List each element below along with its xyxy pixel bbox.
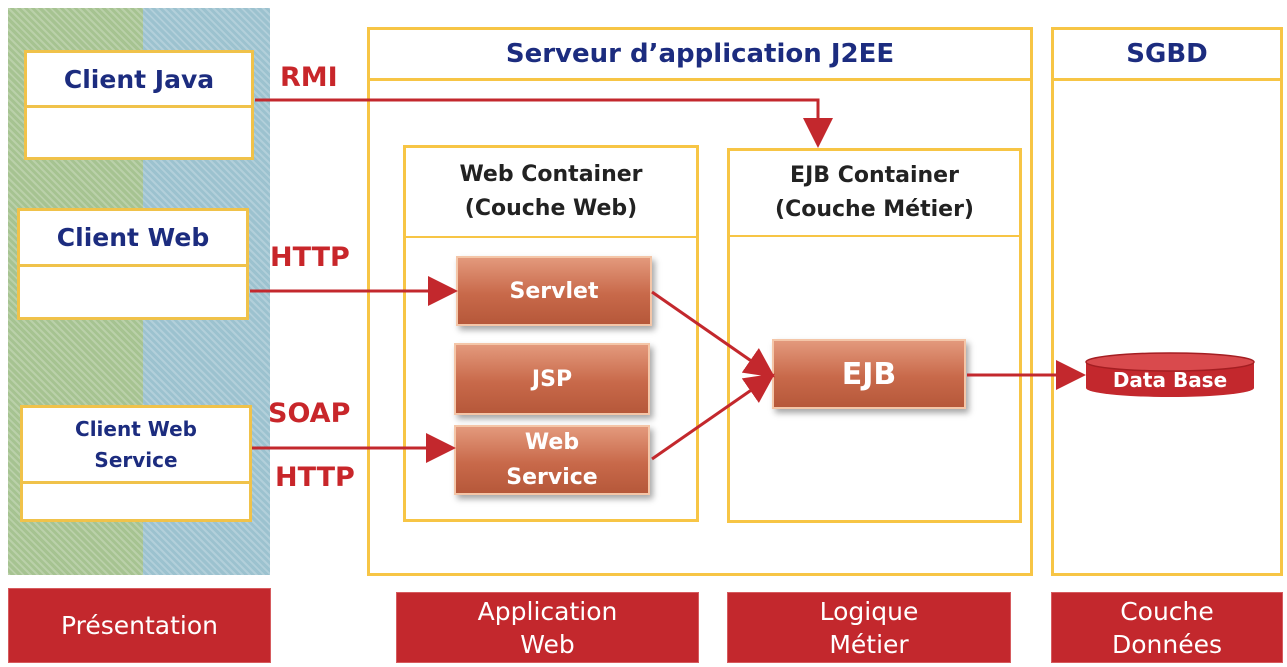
layer-app-web-line1: Application: [477, 596, 618, 626]
client-java-box: Client Java: [24, 50, 254, 160]
web-container-title-line1: Web Container: [459, 162, 643, 187]
layer-logique-line2: Métier: [829, 629, 909, 659]
web-service-component: Web Service: [454, 425, 650, 495]
layer-logique-metier: Logique Métier: [727, 592, 1011, 663]
ejb-container: EJB Container (Couche Métier): [727, 148, 1022, 523]
j2ee-server-container: Serveur d’application J2EE: [367, 27, 1033, 576]
client-java-label: Client Java: [27, 53, 251, 108]
protocol-soap: SOAP: [268, 398, 351, 429]
protocol-http-soap: HTTP: [275, 462, 355, 493]
web-container-title-line2: (Couche Web): [464, 196, 638, 221]
client-web-service-box: Client Web Service: [20, 405, 252, 522]
database-icon: [1085, 352, 1255, 397]
web-service-line2: Service: [506, 465, 598, 490]
layer-donnees-line2: Données: [1111, 629, 1223, 659]
protocol-rmi: RMI: [280, 62, 338, 93]
jsp-component: JSP: [454, 343, 650, 415]
database-label: Data Base: [1112, 368, 1228, 392]
layer-presentation: Présentation: [8, 588, 271, 663]
web-container-title: Web Container (Couche Web): [406, 148, 696, 238]
sgbd-title: SGBD: [1054, 30, 1280, 81]
layer-couche-donnees: Couche Données: [1051, 592, 1283, 663]
layer-logique-line1: Logique: [819, 596, 919, 626]
client-ws-line1: Client Web: [75, 416, 197, 441]
servlet-to-ejb-arrow: [651, 290, 775, 378]
web-container: Web Container (Couche Web): [403, 145, 699, 522]
layer-donnees-line1: Couche: [1120, 596, 1214, 626]
client-web-box: Client Web: [17, 208, 249, 320]
sgbd-container: SGBD: [1051, 27, 1283, 576]
ejb-container-title-line2: (Couche Métier): [775, 197, 974, 222]
client-ws-line2: Service: [94, 447, 178, 472]
j2ee-server-title: Serveur d’application J2EE: [370, 30, 1030, 81]
layer-app-web-line2: Web: [520, 629, 575, 659]
layer-application-web: Application Web: [396, 592, 699, 663]
web-service-line1: Web: [524, 430, 580, 455]
servlet-component: Servlet: [456, 256, 652, 326]
ejb-container-title-line1: EJB Container: [790, 163, 959, 188]
client-web-service-label: Client Web Service: [23, 408, 249, 485]
client-web-label: Client Web: [20, 211, 246, 267]
ejb-container-title: EJB Container (Couche Métier): [730, 151, 1019, 237]
rmi-arrow: [255, 98, 833, 148]
protocol-http: HTTP: [270, 242, 350, 273]
ws-to-ejb-arrow: [651, 373, 775, 461]
